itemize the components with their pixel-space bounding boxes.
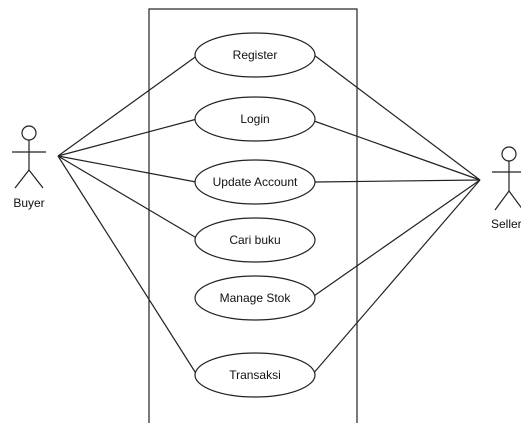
actor-head [21, 125, 37, 141]
association-buyer-update-account [57, 155, 197, 183]
use-case-label: Manage Stok [220, 291, 292, 305]
association-buyer-register [57, 54, 199, 157]
use-case-label: Update Account [213, 175, 298, 189]
use-case-label: Register [233, 48, 278, 62]
actor-left-leg [14, 169, 30, 189]
actor-right-leg [508, 190, 521, 209]
use-case-label: Login [240, 112, 269, 126]
actor-label-seller: Seller [491, 217, 521, 231]
use-case-label: Cari buku [229, 233, 280, 247]
use-case-ellipse [194, 275, 316, 321]
use-case-update-account[interactable]: Update Account [194, 159, 316, 205]
use-case-label: Transaksi [229, 368, 281, 382]
association-seller-transaksi [311, 179, 481, 376]
use-case-register[interactable]: Register [194, 32, 316, 78]
actor-right-leg [28, 169, 44, 189]
association-seller-manage-stok [310, 179, 481, 299]
actor-seller[interactable] [492, 146, 521, 211]
actor-buyer[interactable] [12, 125, 46, 189]
use-case-ellipse [194, 352, 316, 398]
use-case-login[interactable]: Login [194, 96, 316, 142]
association-buyer-transaksi [57, 155, 198, 376]
association-seller-register [313, 54, 481, 181]
use-case-ellipse [194, 32, 316, 78]
use-case-cari-buku[interactable]: Cari buku [194, 217, 316, 263]
use-case-ellipse [194, 159, 316, 205]
system-boundary [148, 8, 358, 423]
use-case-ellipse [194, 96, 316, 142]
actor-head [501, 146, 517, 162]
association-seller-update-account [314, 179, 481, 183]
association-lines [57, 54, 481, 376]
association-buyer-login [57, 118, 198, 157]
association-seller-login [313, 120, 481, 181]
use-case-manage-stok[interactable]: Manage Stok [194, 275, 316, 321]
use-case-transaksi[interactable]: Transaksi [194, 352, 316, 398]
actor-label-buyer: Buyer [13, 196, 44, 210]
use-case-ellipse [194, 217, 316, 263]
association-buyer-cari-buku [57, 155, 201, 241]
actor-left-leg [494, 190, 510, 211]
